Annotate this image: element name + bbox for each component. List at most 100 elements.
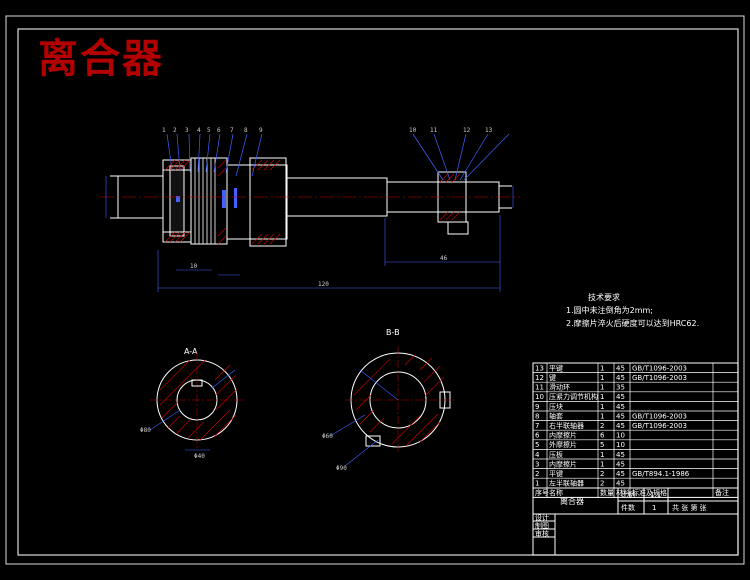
bom-cell-name: 压板 [549, 450, 563, 459]
svg-text:2: 2 [173, 127, 177, 134]
bom-cell-mat: 45 [616, 422, 625, 430]
bom-cell-no: 7 [535, 422, 539, 430]
bom-cell-mat: 45 [616, 403, 625, 411]
bom-cell-qty: 1 [600, 384, 604, 392]
drawing-title: 离合器 [38, 35, 164, 82]
bom-cell-mat: 45 [616, 412, 625, 420]
svg-text:3: 3 [185, 127, 189, 134]
svg-text:4: 4 [197, 127, 201, 134]
bom-header-mat: 材料 [616, 488, 630, 497]
svg-text:1: 1 [162, 127, 166, 134]
tech-req-heading: 技术要求 [588, 292, 620, 302]
bom-cell-name: 键 [549, 373, 556, 382]
bom-cell-mat: 10 [616, 432, 625, 440]
svg-text:比例: 比例 [621, 490, 635, 499]
inner-frame [17, 28, 739, 556]
bom-cell-qty: 1 [600, 374, 604, 382]
bom-cell-qty: 1 [600, 412, 604, 420]
outer-frame [5, 15, 745, 565]
svg-text:5: 5 [207, 127, 211, 134]
bom-cell-no: 11 [535, 384, 544, 392]
svg-text:Φ40: Φ40 [194, 453, 205, 460]
svg-text:11: 11 [430, 127, 438, 134]
bom-cell-qty: 6 [600, 432, 605, 440]
bom-cell-name: 压块 [549, 402, 563, 411]
bom-cell-mat: 45 [616, 470, 625, 478]
svg-text:Φ60: Φ60 [322, 433, 333, 440]
svg-text:7: 7 [230, 127, 234, 134]
bom-cell-name: 外摩擦片 [549, 440, 577, 449]
section-bb-label: B-B [386, 328, 400, 337]
bom-cell-name: 内摩擦片 [549, 431, 577, 440]
svg-text:设计: 设计 [535, 513, 549, 522]
bom-cell-mat: 45 [616, 393, 625, 401]
svg-text:Φ90: Φ90 [336, 465, 347, 472]
bom-cell-no: 4 [535, 451, 540, 459]
bom-cell-no: 8 [535, 412, 539, 420]
section-aa-label: A-A [184, 347, 198, 356]
bom-cell-std: GB/T894.1-1986 [632, 470, 690, 478]
bom-cell-mat: 45 [616, 480, 625, 488]
bom-header-qty: 数量 [600, 488, 614, 497]
tech-requirements: 技术要求 1.圆中未注倒角为2mm; 2.摩擦片淬火后硬度可以达到HRC62. [566, 292, 699, 328]
bom-cell-mat: 45 [616, 374, 625, 382]
bom-header-std: 标准及规格 [632, 488, 667, 497]
bom-header-name: 名称 [549, 488, 563, 497]
svg-text:6: 6 [217, 127, 221, 134]
bom-cell-name: 压紧力调节机构 [549, 392, 598, 401]
bom-cell-no: 13 [535, 364, 544, 372]
svg-text:8: 8 [244, 127, 248, 134]
svg-text:1: 1 [652, 504, 656, 512]
section-bb: B-B Φ60 Φ90 [322, 328, 455, 472]
bom-cell-std: GB/T1096-2003 [632, 412, 687, 420]
tech-req-item-1: 1.圆中未注倒角为2mm; [566, 305, 653, 315]
bom-cell-mat: 10 [616, 441, 625, 449]
bom-cell-qty: 2 [600, 470, 604, 478]
bom-cell-mat: 45 [616, 364, 625, 372]
bom-cell-name: 平键 [549, 469, 563, 478]
svg-text:9: 9 [259, 127, 263, 134]
bom-cell-qty: 1 [600, 403, 604, 411]
svg-text:12: 12 [463, 127, 471, 134]
bom-cell-std: GB/T1096-2003 [632, 422, 687, 430]
svg-text:审核: 审核 [535, 529, 549, 538]
bom-header-rem: 备注 [715, 488, 729, 497]
bom-cell-name: 轴套 [549, 411, 563, 420]
bom-cell-std: GB/T1096-2003 [632, 374, 687, 382]
bom-cell-no: 3 [535, 460, 539, 468]
svg-text:件数: 件数 [621, 503, 635, 512]
bom-cell-no: 10 [535, 393, 544, 401]
bom-cell-qty: 1 [600, 364, 604, 372]
dim-hub: 10 [190, 263, 198, 270]
svg-text:13: 13 [485, 127, 493, 134]
svg-text:Φ80: Φ80 [140, 427, 151, 434]
bom-cell-qty: 1 [600, 451, 604, 459]
assembly-view: 1 2 3 4 5 6 7 8 9 10 11 12 13 120 46 [100, 127, 520, 292]
bom-header-no: 序号 [535, 488, 549, 497]
bom-cell-mat: 35 [616, 384, 625, 392]
bom-cell-no: 5 [535, 441, 539, 449]
bom-cell-name: 平键 [549, 363, 563, 372]
bom-cell-std: GB/T1096-2003 [632, 364, 687, 372]
title-block: 离合器 比例 1:1 件数 1 共 张 第 张 设计 制图 审核 [532, 487, 739, 556]
bom-cell-qty: 1 [600, 460, 604, 468]
svg-text:制图: 制图 [535, 521, 549, 530]
bom-cell-name: 右半联轴器 [549, 421, 584, 430]
bom-cell-no: 12 [535, 374, 544, 382]
svg-text:1:1: 1:1 [650, 491, 661, 499]
bom-cell-mat: 45 [616, 460, 625, 468]
bom-cell-no: 2 [535, 470, 539, 478]
svg-text:共 张 第 张: 共 张 第 张 [672, 503, 707, 512]
dim-total: 120 [318, 281, 329, 288]
bom-cell-name: 左半联轴器 [549, 479, 584, 488]
bom-cell-qty: 5 [600, 441, 604, 449]
dim-shaft: 46 [440, 255, 448, 262]
bom-cell-qty: 2 [600, 422, 604, 430]
bom-cell-no: 9 [535, 403, 539, 411]
bom-cell-qty: 1 [600, 393, 604, 401]
svg-text:10: 10 [409, 127, 417, 134]
bom-cell-qty: 2 [600, 480, 604, 488]
